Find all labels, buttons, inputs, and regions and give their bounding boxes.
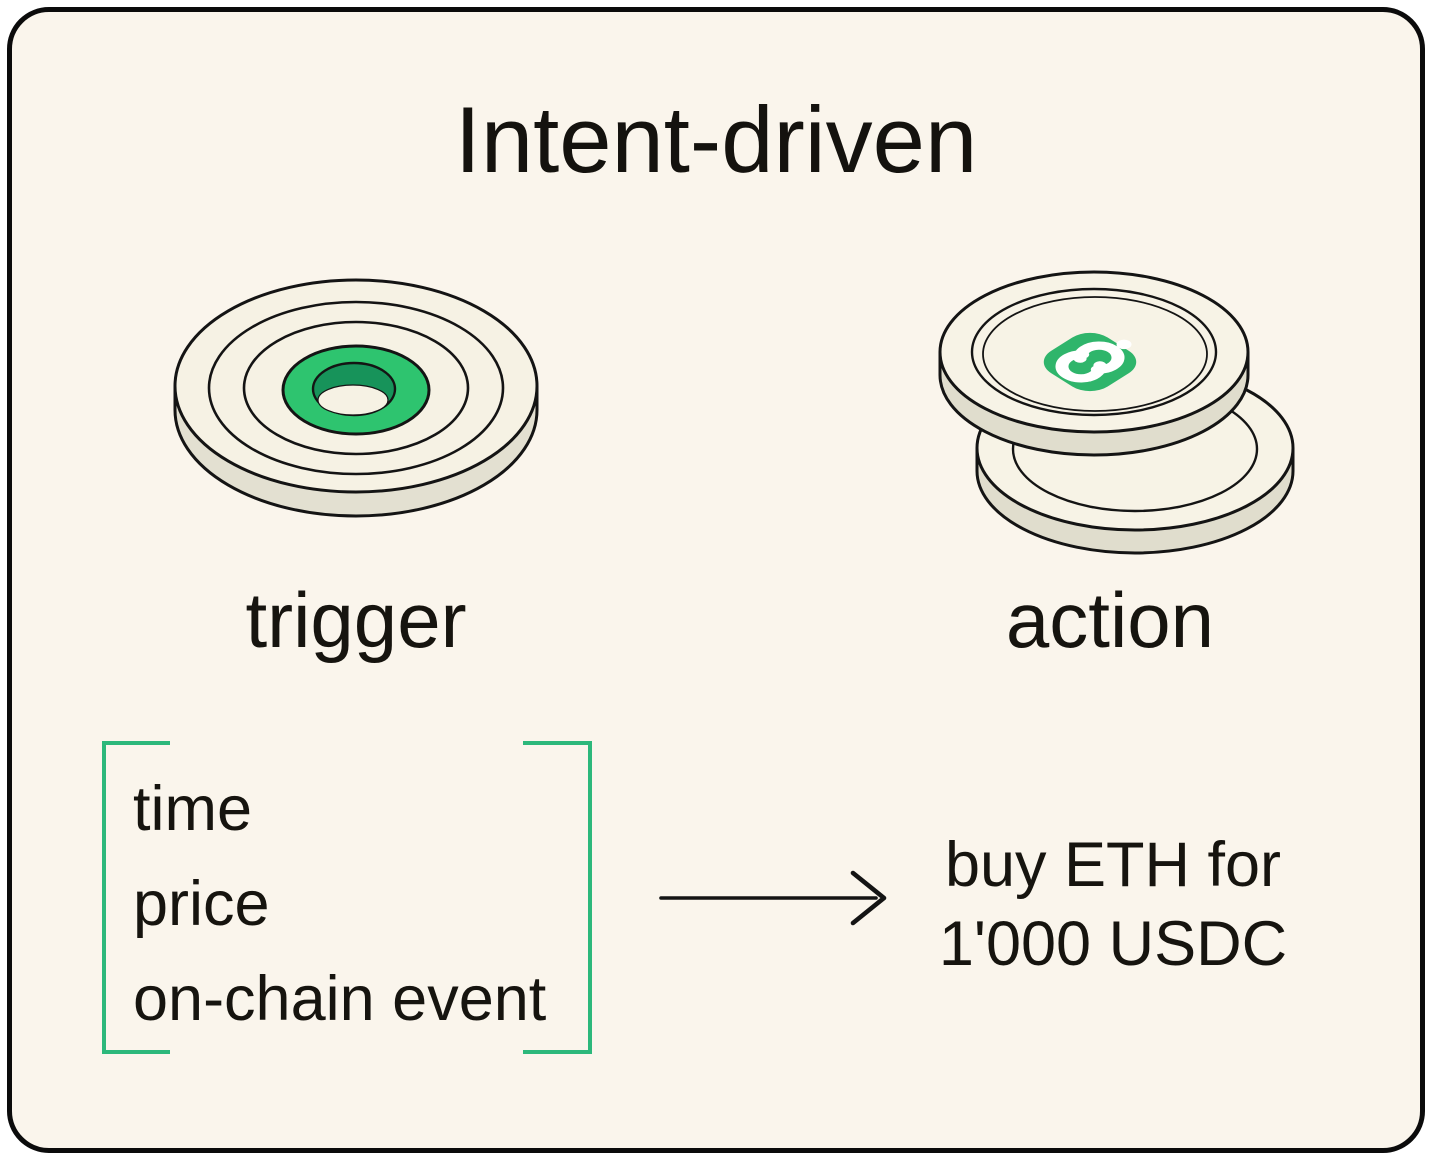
action-label: action <box>1005 576 1215 664</box>
trigger-label: trigger <box>245 576 467 664</box>
action-description-line1: buy ETH for <box>944 830 1282 900</box>
condition-item-onchain-event: on-chain event <box>133 964 547 1034</box>
action-description-line2: 1'000 USDC <box>938 909 1288 979</box>
trigger-conditions-list: time price on-chain event <box>133 762 546 1047</box>
diagram-card <box>7 7 1425 1153</box>
condition-item-price: price <box>133 869 270 939</box>
condition-item-time: time <box>133 774 253 844</box>
page-title: Intent-driven <box>454 87 978 192</box>
action-description: buy ETH for 1'000 USDC <box>913 826 1313 984</box>
